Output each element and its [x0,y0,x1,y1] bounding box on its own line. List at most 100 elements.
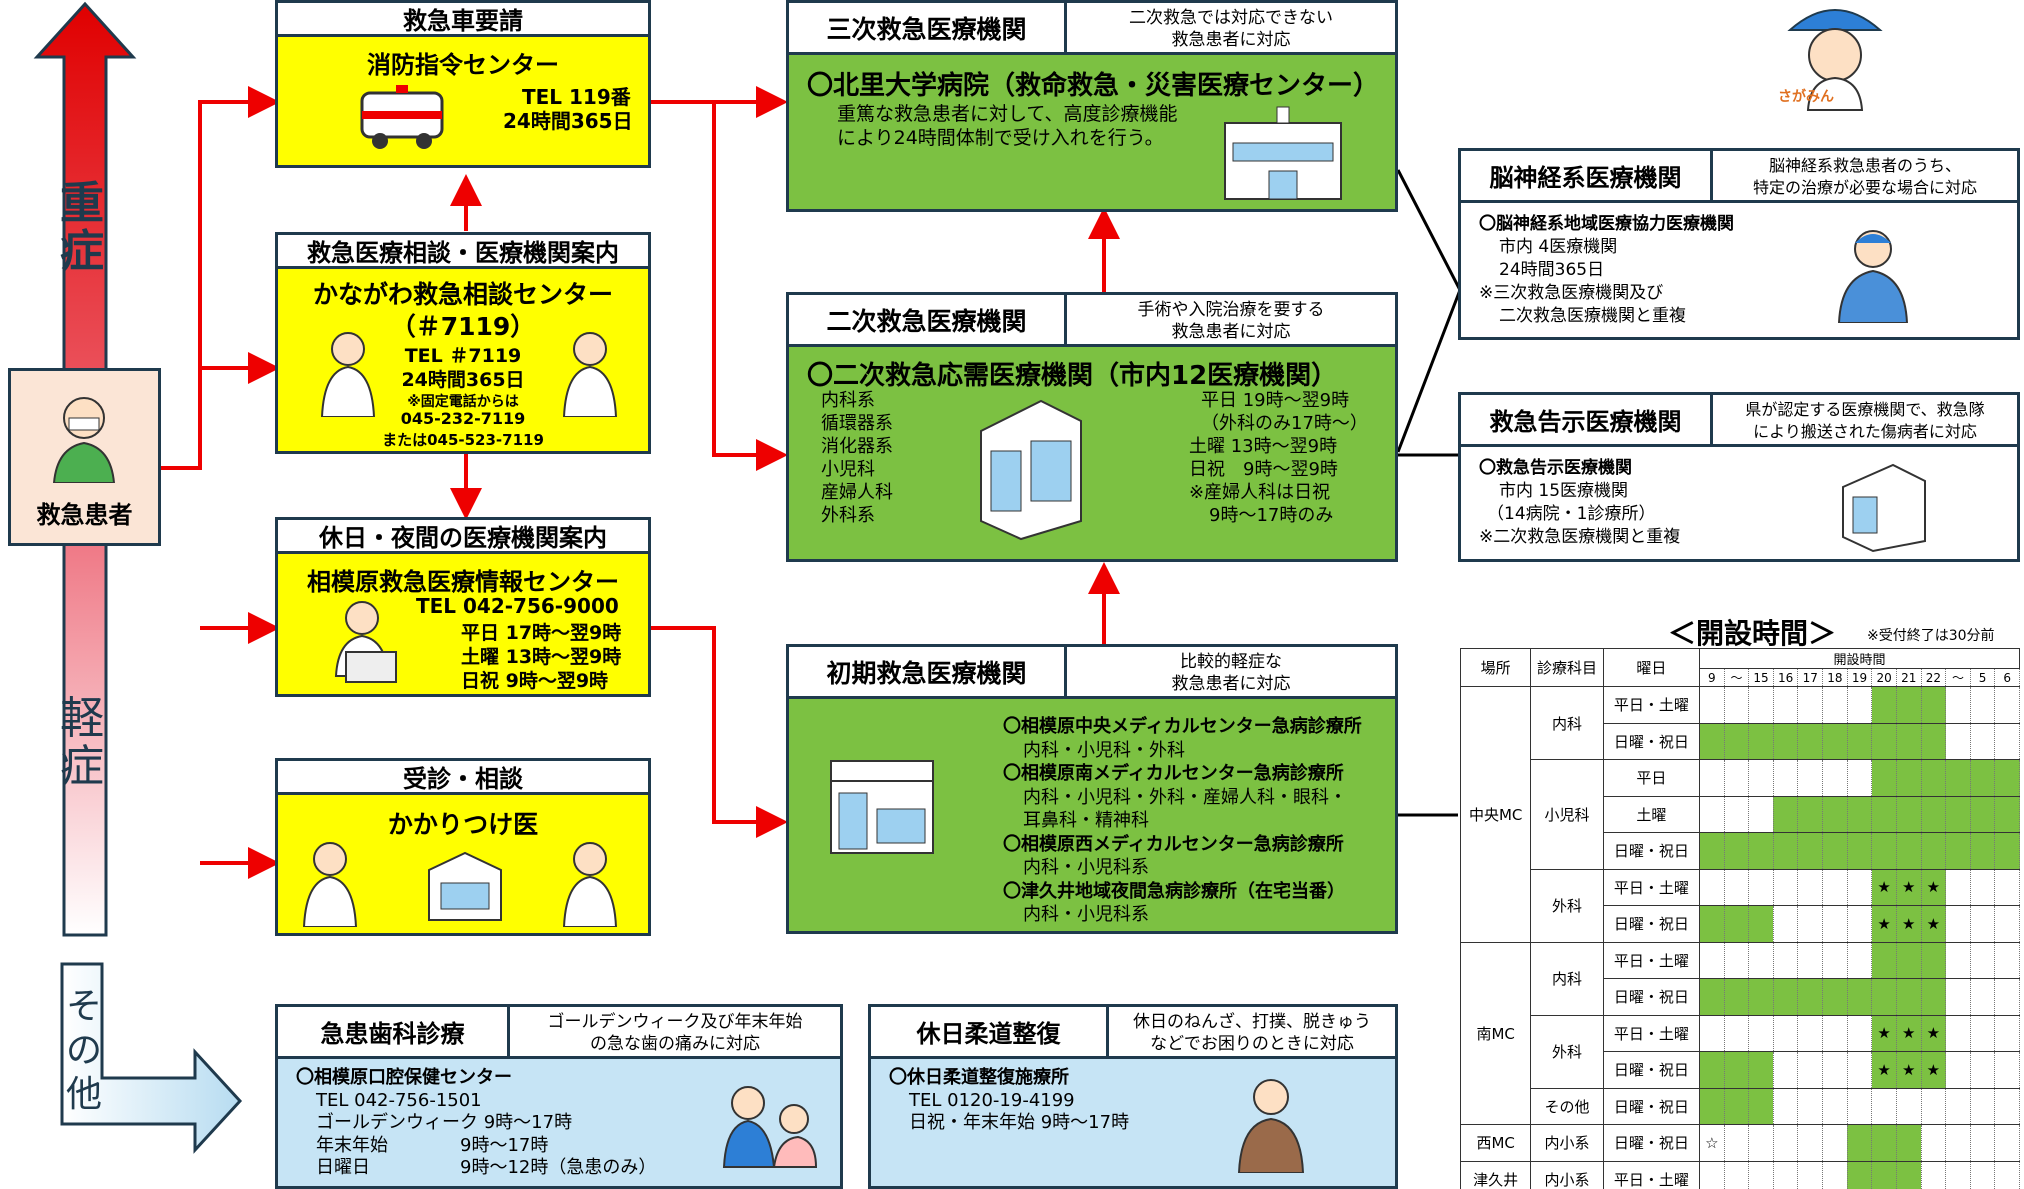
time-slot: ★ [1920,905,1947,943]
time-slot [1748,1087,1774,1125]
schedule-title: ＜開設時間＞ [1668,617,1837,650]
time-slot [1969,978,1996,1016]
hour-label: 17 [1797,668,1824,687]
hour-label: 16 [1772,668,1799,687]
ambulance-box: 救急車要請 消防指令センター TEL 119番 24時間365日 [275,0,651,168]
mascot-name: さがみん [1778,89,1834,105]
time-slot: ★ [1895,905,1922,943]
judo-box: 休日柔道整復 休日のねんざ、打撲、脱きゅうなどでお困りのときに対応 〇休日柔道整… [868,1004,1398,1189]
time-slot [1723,722,1750,760]
time-slot [1895,1160,1922,1189]
time-slot [1822,795,1848,833]
day-cell: 日曜・祝日 [1602,722,1701,760]
dept-cell: 外科 [1530,1014,1604,1089]
consult-note2: 045-232-7119 [400,409,526,428]
time-slot [1945,1087,1971,1125]
ambulance-hours: 24時間365日 [503,109,633,133]
time-slot [1895,1124,1922,1162]
time-slot [1797,868,1824,906]
time-slot [1772,1087,1799,1125]
time-slot [1748,832,1774,870]
secondary-title: 二次救急医療機関 [789,295,1067,344]
time-slot [1748,905,1774,943]
time-slot [1920,1087,1947,1125]
time-slot [1969,722,1996,760]
time-slot [1772,759,1799,797]
hour-label: 22 [1920,668,1947,687]
clinic-icon [830,760,934,854]
time-slot [1822,905,1848,943]
judo-desc2: などでお困りのときに対応 [1150,1034,1354,1054]
time-slot [1994,832,2020,870]
time-slot [1846,1051,1873,1089]
table-row: 日曜・祝日 ★★★ [1461,1051,2020,1089]
time-slot [1723,686,1750,724]
time-slot: ★ [1895,1051,1922,1089]
dept-cell: 小児科 [1530,759,1604,870]
time-slot [1699,795,1725,833]
hospital-small-icon [1842,463,1926,553]
time-slot [1920,1160,1947,1189]
time-slot [1969,686,1996,724]
time-slot [1723,868,1750,906]
place-cell: 西MC [1459,1124,1532,1162]
time-slot [1797,1051,1824,1089]
time-slot [1772,1051,1799,1089]
tertiary-title: 三次救急医療機関 [789,3,1067,52]
dept-cell: その他 [1530,1087,1604,1125]
time-slot [1969,832,1996,870]
time-slot [1945,868,1971,906]
time-slot [1797,795,1824,833]
time-slot [1748,1014,1774,1052]
secondary-name: 〇二次救急応需医療機関（市内12医療機関） [807,361,1338,391]
time-slot [1822,832,1848,870]
time-slot [1772,1160,1799,1189]
secondary-hours: 平日 19時～翌9時（外科のみ17時～）土曜 13時～翌9時日祝 9時～翌9時※… [1189,390,1368,526]
neuro-box: 脳神経系医療機関 脳神経系救急患者のうち、特定の治療が必要な場合に対応 〇脳神経… [1458,148,2020,340]
ambulance-title: 救急車要請 [278,3,648,37]
time-slot [1945,759,1971,797]
time-slot [1846,978,1873,1016]
time-slot [1945,941,1971,979]
time-slot [1772,795,1799,833]
night-row: 土曜 13時～翌9時 [461,646,622,668]
time-slot [1699,1014,1725,1052]
th-place: 場所 [1459,648,1532,687]
time-slot [1748,1160,1774,1189]
time-slot [1871,722,1897,760]
patient-icon [52,397,116,483]
time-slot [1846,905,1873,943]
day-cell: 日曜・祝日 [1602,1051,1701,1089]
time-slot [1994,905,2020,943]
time-slot [1994,795,2020,833]
severe-label: 重症 [60,178,104,277]
time-slot [1969,1014,1996,1052]
th-dept: 診療科目 [1530,648,1604,687]
time-slot [1699,832,1725,870]
time-slot [1723,941,1750,979]
hour-label: ～ [1945,668,1971,687]
doctor-icon [302,842,358,927]
time-slot [1969,1051,1996,1089]
time-slot [1772,941,1799,979]
time-slot [1945,1051,1971,1089]
time-slot [1748,759,1774,797]
time-slot [1945,1014,1971,1052]
time-slot [1895,686,1922,724]
time-slot [1822,1051,1848,1089]
family-box: 受診・相談 かかりつけ医 [275,758,651,936]
time-slot [1871,795,1897,833]
secondary-box: 二次救急医療機関 手術や入院治療を要する救急患者に対応 〇二次救急応需医療機関（… [786,292,1398,562]
time-slot [1994,1124,2020,1162]
time-slot [1920,722,1947,760]
time-slot [1895,759,1922,797]
dept-cell: 外科 [1530,868,1604,943]
mild-label: 軽症 [60,693,104,792]
time-slot [1822,1160,1848,1189]
time-slot [1772,1014,1799,1052]
patient-label: 救急患者 [36,501,133,529]
time-slot [1994,941,2020,979]
